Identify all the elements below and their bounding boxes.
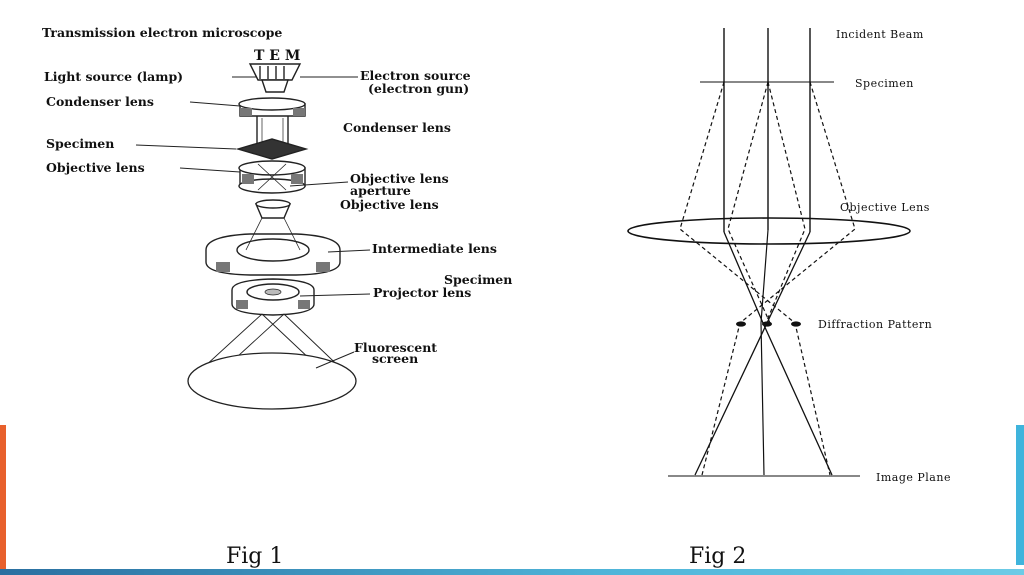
objective-lens-lower <box>254 199 292 219</box>
objective-lens-ellipse <box>627 217 911 245</box>
objective-lens-right-label: Objective lens <box>340 197 439 212</box>
objective-lens-left-label: Objective lens <box>46 160 145 175</box>
fig1-leader-lines <box>135 76 371 369</box>
condenser-lens-ring <box>238 97 306 117</box>
projector-lens-label: Projector lens <box>373 285 471 300</box>
tem-label: T E M <box>254 48 300 64</box>
diffraction-spots <box>736 321 801 327</box>
diffraction-pattern-label: Diffraction Pattern <box>818 318 932 331</box>
electron-gun <box>248 63 302 93</box>
aperture-label-1: Objective lens <box>350 171 449 186</box>
fig1-labels: Transmission electron microscope T E M L… <box>42 25 512 569</box>
dashed-scattered-rays <box>679 81 856 476</box>
objective-lens-ring <box>238 160 306 194</box>
electron-gun-label: (electron gun) <box>368 81 469 96</box>
bottom-accent-bar <box>0 569 1024 575</box>
fig1-caption: Fig 1 <box>226 544 283 569</box>
fluorescent-screen <box>187 352 357 410</box>
intermediate-lens-ring <box>205 217 341 276</box>
fig2-ray-diagram <box>627 28 911 477</box>
fig1-title: Transmission electron microscope <box>42 25 282 40</box>
incident-beam-label: Incident Beam <box>836 28 924 41</box>
fig2-labels: Incident Beam Specimen Objective Lens Di… <box>689 28 951 569</box>
fig1-tem-diagram <box>135 63 371 410</box>
left-accent-bar <box>0 425 6 575</box>
electron-source-label: Electron source <box>360 68 471 83</box>
right-accent-bar <box>1016 425 1024 565</box>
light-source-label: Light source (lamp) <box>44 69 183 84</box>
specimen-right-label: Specimen <box>444 272 512 287</box>
image-plane-label: Image Plane <box>876 471 951 484</box>
screen-label: screen <box>372 351 418 366</box>
condenser-lens-left-label: Condenser lens <box>46 94 154 109</box>
fluorescent-label: Fluorescent <box>354 340 437 355</box>
fig2-specimen-label: Specimen <box>855 77 914 90</box>
fig2-caption: Fig 2 <box>689 544 746 569</box>
intermediate-lens-label: Intermediate lens <box>372 241 497 256</box>
specimen-left-label: Specimen <box>46 136 114 151</box>
condenser-lens-right-label: Condenser lens <box>343 120 451 135</box>
specimen-plate <box>235 138 309 160</box>
aperture-label-2: aperture <box>350 183 411 198</box>
projector-lens-ring <box>231 278 315 316</box>
objective-lens-label: Objective Lens <box>840 201 930 214</box>
